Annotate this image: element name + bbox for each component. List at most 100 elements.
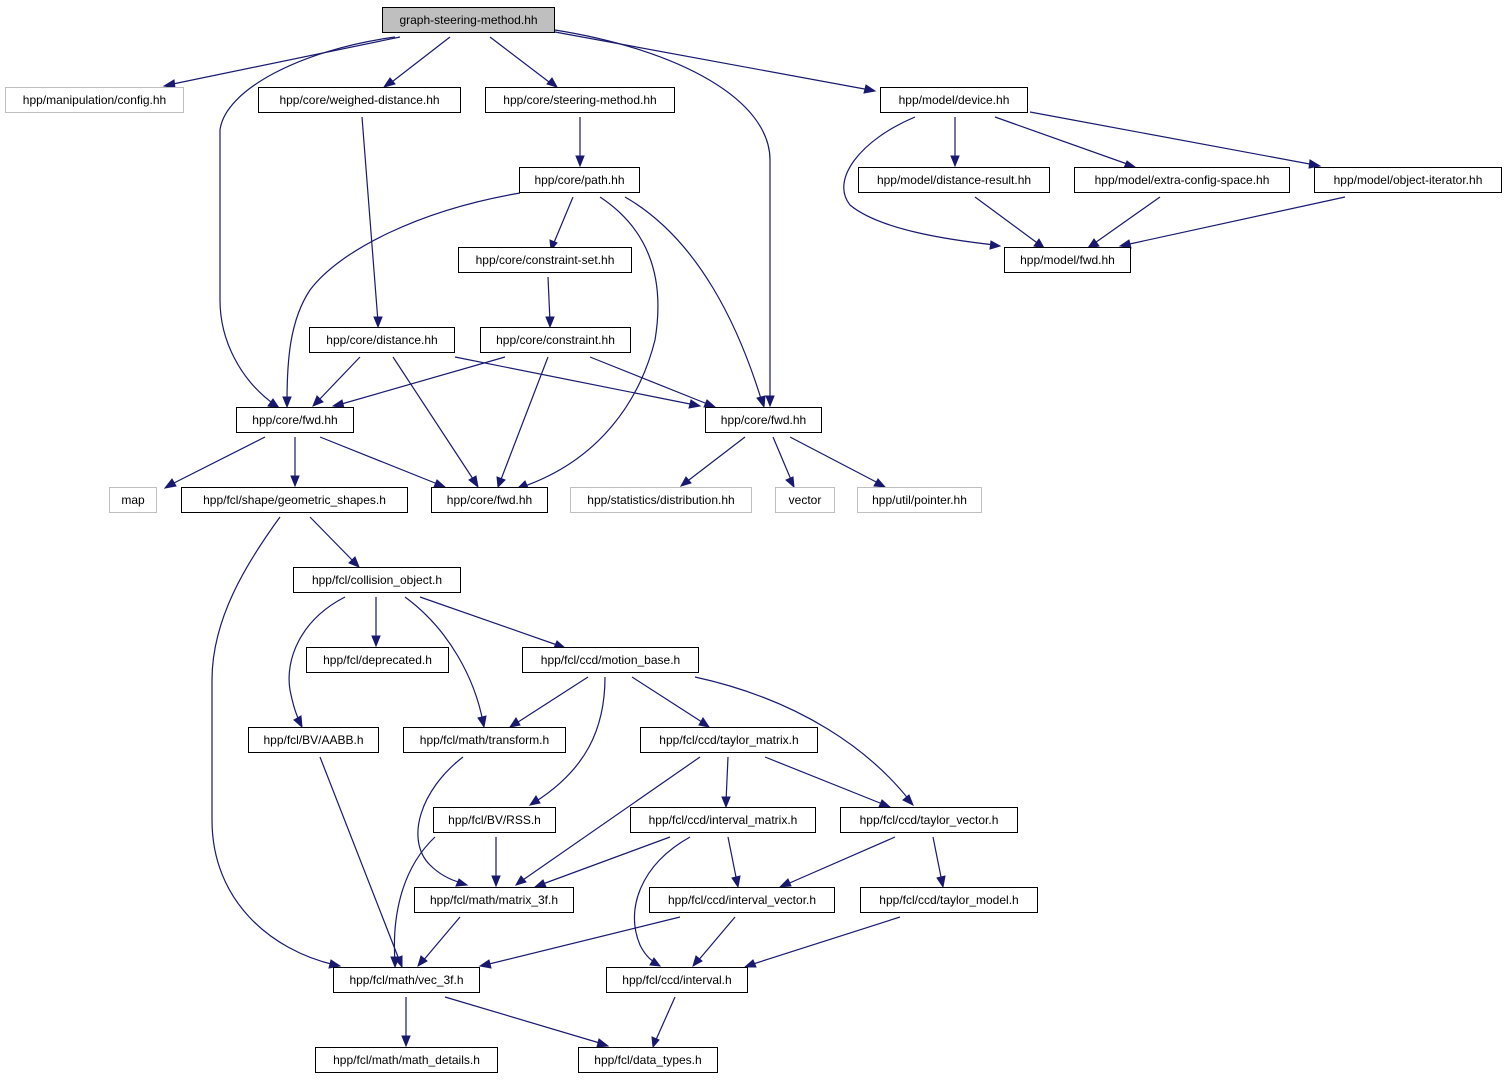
node-model-fwd[interactable]: hpp/model/fwd.hh: [1004, 247, 1131, 273]
edge: [727, 836, 738, 883]
edge: [419, 596, 561, 647]
arrowhead: [679, 476, 692, 487]
node-map[interactable]: map: [109, 487, 157, 513]
node-steering-method[interactable]: hpp/core/steering-method.hh: [485, 87, 675, 113]
edge: [387, 36, 451, 86]
edge: [421, 916, 461, 963]
edge: [684, 436, 746, 484]
node-math-matrix-3f[interactable]: hpp/fcl/math/matrix_3f.h: [414, 887, 574, 913]
arrowhead: [950, 155, 960, 168]
edge: [554, 31, 871, 91]
node-deprecated[interactable]: hpp/fcl/deprecated.h: [306, 647, 449, 673]
edge: [547, 276, 551, 323]
arrowhead: [878, 799, 892, 808]
edge: [624, 196, 763, 403]
edge: [484, 916, 681, 966]
node-model-device[interactable]: hpp/model/device.hh: [880, 87, 1028, 113]
node-bv-rss[interactable]: hpp/fcl/BV/RSS.h: [433, 807, 556, 833]
node-taylor-matrix[interactable]: hpp/fcl/ccd/taylor_matrix.h: [640, 727, 818, 753]
edge: [499, 356, 549, 483]
edge: [319, 436, 441, 486]
arrowhead: [545, 316, 555, 329]
arrowhead: [533, 879, 547, 888]
arrowhead: [371, 635, 381, 648]
node-data-types[interactable]: hpp/fcl/data_types.h: [578, 1047, 718, 1073]
arrowhead: [508, 717, 521, 728]
arrowhead: [528, 795, 541, 806]
node-math-details[interactable]: hpp/fcl/math/math_details.h: [315, 1047, 498, 1073]
edge: [489, 36, 554, 86]
node-interval-vector[interactable]: hpp/fcl/ccd/interval_vector.h: [649, 887, 835, 913]
node-statistics-distribution[interactable]: hpp/statistics/distribution.hh: [570, 487, 752, 513]
node-core-fwd-left[interactable]: hpp/core/fwd.hh: [236, 407, 354, 433]
edge: [393, 836, 436, 963]
node-core-fwd-right[interactable]: hpp/core/fwd.hh: [705, 407, 822, 433]
node-util-pointer[interactable]: hpp/util/pointer.hh: [857, 487, 982, 513]
arrowhead: [468, 475, 479, 489]
node-geometric-shapes[interactable]: hpp/fcl/shape/geometric_shapes.h: [181, 487, 408, 513]
arrowhead: [873, 478, 887, 488]
node-root-header[interactable]: graph-steering-method.hh: [382, 7, 555, 33]
arrowhead: [785, 476, 795, 489]
arrowhead: [496, 476, 506, 489]
arrowhead: [936, 875, 946, 889]
edge: [589, 356, 711, 406]
arrowhead: [692, 955, 703, 968]
arrowhead: [433, 479, 447, 488]
edge: [654, 996, 676, 1043]
node-collision-object[interactable]: hpp/fcl/collision_object.h: [293, 567, 461, 593]
edge: [1091, 196, 1161, 246]
edge: [444, 996, 604, 1045]
node-taylor-model[interactable]: hpp/fcl/ccd/taylor_model.h: [860, 887, 1038, 913]
node-model-object-iterator[interactable]: hpp/model/object-iterator.hh: [1314, 167, 1502, 193]
arrowhead: [649, 957, 662, 967]
node-motion-base[interactable]: hpp/fcl/ccd/motion_base.h: [522, 647, 699, 673]
node-ccd-interval[interactable]: hpp/fcl/ccd/interval.h: [606, 967, 748, 993]
edge: [319, 756, 401, 963]
arrowhead: [756, 395, 766, 409]
edge: [361, 116, 379, 323]
node-model-distance-result[interactable]: hpp/model/distance-result.hh: [858, 167, 1050, 193]
arrowhead: [290, 475, 300, 488]
arrowhead: [596, 1038, 610, 1048]
arrowhead: [491, 875, 501, 888]
edge: [694, 676, 911, 802]
node-core-constraint[interactable]: hpp/core/constraint.hh: [480, 327, 631, 353]
edge: [784, 836, 896, 886]
edge: [404, 596, 484, 723]
edge: [337, 356, 506, 406]
node-weighed-distance[interactable]: hpp/core/weighed-distance.hh: [258, 87, 461, 113]
node-core-fwd-bottom[interactable]: hpp/core/fwd.hh: [431, 487, 548, 513]
node-constraint-set[interactable]: hpp/core/constraint-set.hh: [458, 247, 632, 273]
edge: [633, 836, 691, 964]
node-bv-aabb[interactable]: hpp/fcl/BV/AABB.h: [248, 727, 379, 753]
edge: [519, 756, 701, 883]
edge: [554, 29, 771, 400]
edge: [514, 676, 589, 725]
arrowhead: [478, 959, 492, 969]
arrowhead: [455, 878, 469, 887]
node-manipulation-config[interactable]: hpp/manipulation/config.hh: [5, 87, 184, 113]
edge: [211, 516, 336, 966]
edge: [169, 436, 266, 486]
edge: [994, 116, 1131, 166]
node-math-transform[interactable]: hpp/fcl/math/transform.h: [403, 727, 566, 753]
node-taylor-vector[interactable]: hpp/fcl/ccd/taylor_vector.h: [840, 807, 1018, 833]
arrowhead: [575, 155, 585, 168]
arrowhead: [651, 1036, 660, 1049]
node-interval-matrix[interactable]: hpp/fcl/ccd/interval_matrix.h: [630, 807, 816, 833]
arrowhead: [163, 478, 177, 489]
arrowhead: [282, 396, 292, 409]
node-vector[interactable]: vector: [775, 487, 835, 513]
arrowhead: [348, 556, 360, 568]
arrowhead: [514, 875, 527, 886]
node-core-path[interactable]: hpp/core/path.hh: [519, 167, 640, 193]
node-model-extra-config-space[interactable]: hpp/model/extra-config-space.hh: [1074, 167, 1290, 193]
arrowhead: [477, 715, 487, 729]
arrowhead: [312, 395, 324, 407]
node-core-distance[interactable]: hpp/core/distance.hh: [309, 327, 455, 353]
node-math-vec-3f[interactable]: hpp/fcl/math/vec_3f.h: [333, 967, 480, 993]
arrowhead: [731, 875, 741, 889]
